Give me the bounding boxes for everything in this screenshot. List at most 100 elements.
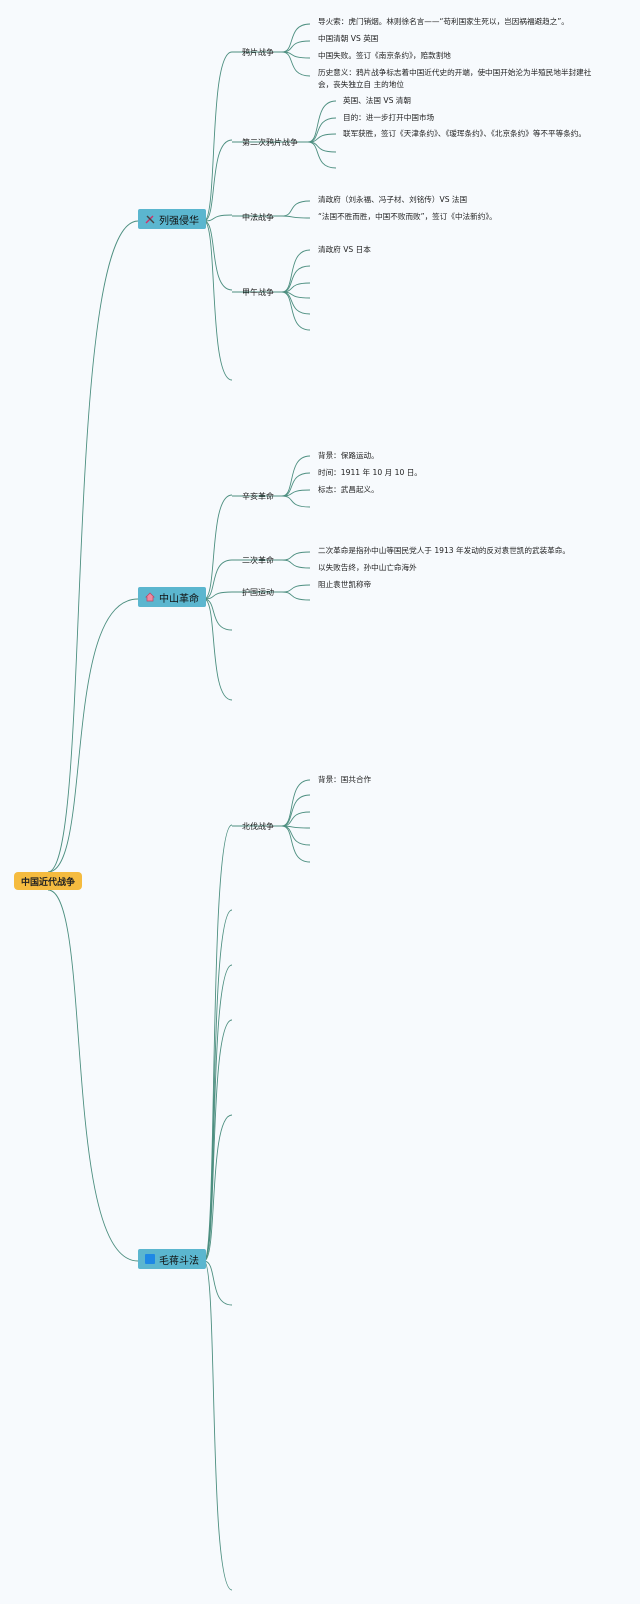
branch1-link-3: [203, 220, 233, 291]
branch3-link-0: [203, 824, 233, 1262]
house-icon: [145, 592, 155, 602]
topic-label: 辛亥革命: [242, 492, 274, 501]
blue-square-icon: [145, 1254, 155, 1264]
leaf-text: 标志：武昌起义。: [318, 485, 379, 494]
leaf-text: “法国不胜而胜，中国不败而败”，签订《中法新约》。: [318, 212, 497, 221]
branch3-link-4: [203, 1114, 233, 1262]
branch2-link-0: [203, 494, 233, 600]
branch-sun-yatsen-revolution[interactable]: 中山革命: [138, 587, 206, 607]
branch3-link-2: [203, 964, 233, 1262]
protection-leaf-link-0: [281, 584, 311, 593]
xinhai-leaf-link-1: [281, 472, 311, 497]
sino-japanese-leaf-link-0: [281, 249, 311, 293]
topic-xinhai-revolution[interactable]: 辛亥革命: [242, 491, 274, 502]
second-rev-leaf-link-1: [281, 559, 311, 569]
topic-national-protection-war[interactable]: 护国运动: [242, 587, 274, 598]
leaf-text: 以失败告终，孙中山亡命海外: [318, 563, 417, 572]
topic-label: 二次革命: [242, 556, 274, 565]
branch2-link-3: [203, 598, 233, 631]
branch3-link-6: [203, 1260, 233, 1591]
topic-opium-war[interactable]: 鸦片战争: [242, 47, 274, 58]
sino-japanese-leaf-link-5: [281, 291, 311, 331]
northern-leaf-link-2: [281, 811, 311, 827]
topic-label: 中法战争: [242, 213, 274, 222]
branch-mao-chiang-struggle[interactable]: 毛蒋斗法: [138, 1249, 206, 1269]
sino-japanese-leaf-link-1: [281, 265, 311, 293]
topic-northern-expedition[interactable]: 北伐战争: [242, 821, 274, 832]
root-node[interactable]: 中国近代战争: [14, 872, 82, 890]
leaf-text: 历史意义：鸦片战争标志着中国近代史的开端，使中国开始沦为半殖民地半封建社会，丧失…: [318, 68, 592, 89]
branch3-link-3: [203, 1019, 233, 1262]
xinhai-leaf-link-3: [281, 495, 311, 508]
northern-leaf-link-5: [281, 825, 311, 863]
crossed-swords-icon: [145, 215, 155, 224]
leaf-text: 清政府（刘永福、冯子材、刘铭传）VS 法国: [318, 195, 468, 204]
topic-label: 鸦片战争: [242, 48, 274, 57]
leaf-text: 二次革命是指孙中山等国民党人于 1913 年发动的反对袁世凯的武装革命。: [318, 546, 570, 555]
topic-label: 护国运动: [242, 588, 274, 597]
root-to-branch-1: [47, 220, 139, 873]
branch1-link-2: [203, 214, 233, 222]
leaf-second-opium-result[interactable]: 联军获胜，签订《天津条约》、《瑷珲条约》、《北京条约》等不平等条约。: [343, 128, 586, 140]
leaf-northern-expedition-background[interactable]: 背景：国共合作: [318, 774, 371, 786]
leaf-text: 时间：1911 年 10 月 10 日。: [318, 468, 422, 477]
leaf-text: 联军获胜，签订《天津条约》、《瑷珲条约》、《北京条约》等不平等条约。: [343, 129, 586, 138]
northern-leaf-link-1: [281, 794, 311, 827]
xinhai-leaf-link-0: [281, 455, 311, 497]
leaf-second-opium-parties[interactable]: 英国、法国 VS 清朝: [343, 95, 411, 107]
root-label: 中国近代战争: [20, 877, 75, 888]
northern-leaf-link-4: [281, 825, 311, 846]
branch-label: 中山革命: [159, 593, 199, 605]
leaf-sino-japanese-parties[interactable]: 清政府 VS 日本: [318, 244, 371, 256]
second-opium-leaf-link-0: [307, 100, 337, 143]
leaf-protection-war-goal[interactable]: 阻止袁世凯称帝: [318, 579, 371, 591]
branch2-link-4: [203, 598, 233, 701]
leaf-text: 背景：保路运动。: [318, 451, 379, 460]
leaf-second-revolution-result[interactable]: 以失败告终，孙中山亡命海外: [318, 562, 417, 574]
branch-label: 毛蒋斗法: [159, 1255, 199, 1267]
leaf-sino-french-parties[interactable]: 清政府（刘永福、冯子材、刘铭传）VS 法国: [318, 194, 467, 206]
branch1-link-4: [203, 220, 233, 381]
topic-first-sino-japanese-war[interactable]: 甲午战争: [242, 287, 274, 298]
northern-leaf-link-0: [281, 779, 311, 827]
leaf-text: 阻止袁世凯称帝: [318, 580, 372, 589]
leaf-text: 导火索：虎门销烟。林则徐名言——“苟利国家生死以，岂因祸福避趋之”。: [318, 17, 569, 26]
leaf-text: 清政府 VS 日本: [318, 245, 371, 254]
leaf-second-opium-purpose[interactable]: 目的：进一步打开中国市场: [343, 112, 434, 124]
opium-leaf-link-1: [281, 40, 311, 53]
opium-leaf-link-0: [281, 23, 311, 53]
branch3-link-1: [203, 909, 233, 1262]
root-to-branch-3: [47, 889, 139, 1262]
second-rev-leaf-link-0: [281, 551, 311, 561]
sino-french-leaf-link-0: [281, 200, 311, 217]
branch-foreign-invasion[interactable]: 列强侵华: [138, 209, 206, 229]
protection-leaf-link-1: [281, 591, 311, 601]
leaf-second-revolution-def[interactable]: 二次革命是指孙中山等国民党人于 1913 年发动的反对袁世凯的武装革命。: [318, 545, 570, 557]
opium-leaf-link-3: [281, 51, 311, 77]
leaf-xinhai-background[interactable]: 背景：保路运动。: [318, 450, 379, 462]
leaf-xinhai-date[interactable]: 时间：1911 年 10 月 10 日。: [318, 467, 422, 479]
topic-label: 北伐战争: [242, 822, 274, 831]
second-opium-leaf-link-4: [307, 141, 337, 169]
leaf-opium-significance[interactable]: 历史意义：鸦片战争标志着中国近代史的开端，使中国开始沦为半殖民地半封建社会，丧失…: [318, 67, 606, 91]
leaf-text: 目的：进一步打开中国市场: [343, 113, 435, 122]
topic-second-revolution[interactable]: 二次革命: [242, 555, 274, 566]
sino-japanese-leaf-link-4: [281, 291, 311, 315]
leaf-text: 英国、法国 VS 清朝: [343, 96, 411, 105]
leaf-text: 背景：国共合作: [318, 775, 372, 784]
branch1-link-1: [203, 139, 233, 222]
leaf-opium-fuse[interactable]: 导火索：虎门销烟。林则徐名言——“苟利国家生死以，岂因祸福避趋之”。: [318, 16, 569, 28]
topic-label: 第二次鸦片战争: [242, 138, 298, 147]
branch1-link-0: [203, 51, 233, 222]
topic-label: 甲午战争: [242, 288, 274, 297]
topic-sino-french-war[interactable]: 中法战争: [242, 212, 274, 223]
topic-second-opium-war[interactable]: 第二次鸦片战争: [242, 137, 298, 148]
leaf-opium-parties[interactable]: 中国清朝 VS 英国: [318, 33, 378, 45]
leaf-xinhai-symbol[interactable]: 标志：武昌起义。: [318, 484, 379, 496]
branch2-link-2: [203, 591, 233, 600]
sino-french-leaf-link-1: [281, 215, 311, 219]
leaf-sino-french-result[interactable]: “法国不胜而胜，中国不败而败”，签订《中法新约》。: [318, 211, 497, 223]
second-opium-leaf-link-1: [307, 117, 337, 143]
leaf-opium-result[interactable]: 中国失败。签订《南京条约》，赔款割地: [318, 50, 451, 62]
